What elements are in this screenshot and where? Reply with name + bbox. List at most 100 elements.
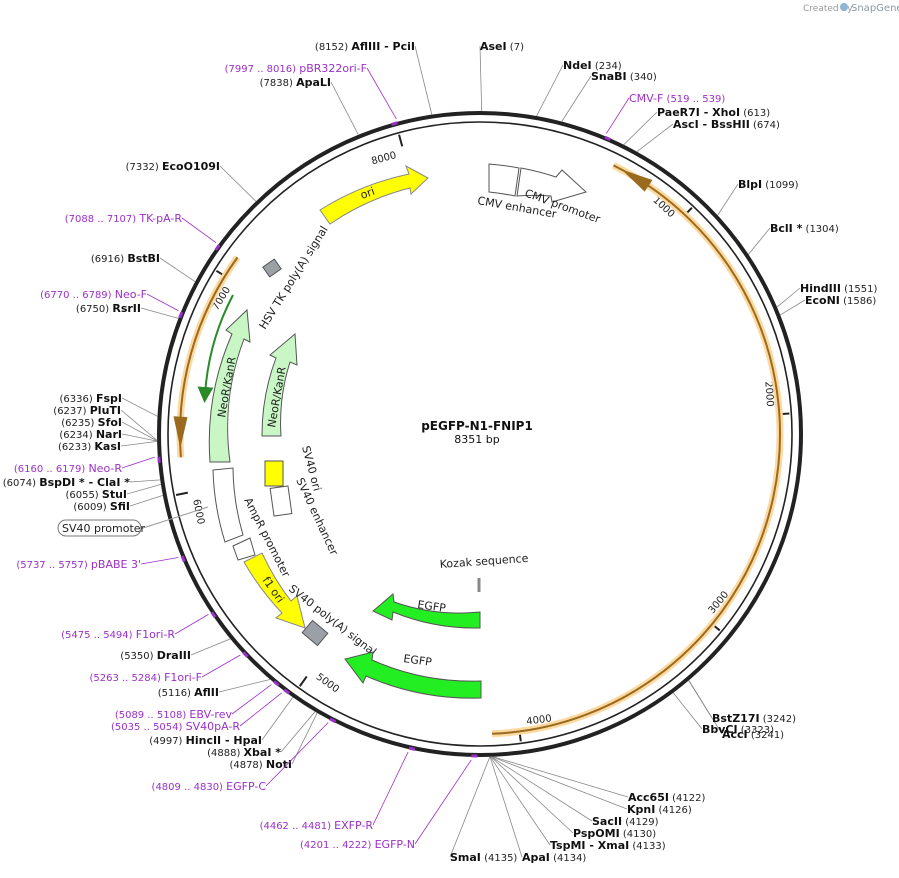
primer-label[interactable]: (5089 .. 5108) EBV-rev xyxy=(115,708,233,721)
tick-label: 8000 xyxy=(370,150,397,167)
primer-label[interactable]: (6160 .. 6179) Neo-R xyxy=(14,462,123,475)
primer-name: CMV-F xyxy=(629,92,663,105)
restriction-site-label[interactable]: TspMI - XmaI (4133) xyxy=(550,839,666,852)
primer-name: F1ori-F xyxy=(164,671,202,684)
restriction-site-label[interactable]: (5350) DraIII xyxy=(120,649,191,662)
restriction-site-label[interactable]: (8152) AflIII - PciI xyxy=(315,40,415,53)
restriction-site-label[interactable]: SacII (4129) xyxy=(592,815,659,828)
primer-label[interactable]: (4809 .. 4830) EGFP-C xyxy=(152,780,267,793)
site-name-2: HpaI xyxy=(233,734,262,747)
restriction-site-label[interactable]: (7838) ApaLI xyxy=(260,76,331,89)
ampr-promoter-arrowhead[interactable] xyxy=(232,537,256,561)
restriction-site-label[interactable]: (6055) StuI xyxy=(65,488,127,501)
restriction-site-label[interactable]: (5116) AflII xyxy=(158,686,219,699)
primer-label[interactable]: (5263 .. 5284) F1ori-F xyxy=(89,671,202,684)
restriction-site-label[interactable]: (6235) SfoI xyxy=(61,416,122,429)
restriction-site-label[interactable]: (6750) RsrII xyxy=(76,302,141,315)
site-leader xyxy=(780,299,806,316)
restriction-site-label[interactable]: (7332) EcoO109I xyxy=(126,160,220,173)
site-position: (3241) xyxy=(748,730,785,741)
egfp-arrow-inner[interactable] xyxy=(372,593,481,629)
site-leader xyxy=(190,638,231,656)
primer-label[interactable]: (5475 .. 5494) F1ori-R xyxy=(61,628,175,641)
site-position: (1304) xyxy=(802,224,839,235)
site-name: PluTI xyxy=(90,404,121,417)
site-name: AscI xyxy=(673,118,699,131)
restriction-site-label[interactable]: (4888) XbaI * xyxy=(207,746,281,759)
primer-name: Neo-R xyxy=(88,462,122,475)
restriction-site-label[interactable]: EcoNI (1586) xyxy=(805,294,876,307)
restriction-site-label[interactable]: (6009) SfiI xyxy=(73,500,130,513)
restriction-site-label[interactable]: (4878) NotI xyxy=(229,758,292,771)
neor-kanr-arrow-inner[interactable] xyxy=(261,332,298,437)
primer-name: pBR322ori-F xyxy=(299,62,367,75)
primer-label[interactable]: (5737 .. 5757) pBABE 3' xyxy=(16,558,141,571)
restriction-site-label[interactable]: AseI (7) xyxy=(480,40,524,53)
restriction-site-label[interactable]: SnaBI (340) xyxy=(591,70,657,83)
cmv-promoter-arrow[interactable] xyxy=(516,167,587,203)
tick-mark xyxy=(175,491,189,496)
site-leader xyxy=(159,257,196,283)
restriction-site-label[interactable]: (6074) BspDI * - ClaI * xyxy=(3,476,130,489)
ampr-promoter-arrow[interactable] xyxy=(212,467,244,543)
primer-leader xyxy=(366,67,397,120)
restriction-site-label[interactable]: BclI * (1304) xyxy=(770,222,839,235)
restriction-site-label[interactable]: (6336) FspI xyxy=(60,392,122,405)
restriction-site-label[interactable]: PaeR7I - XhoI (613) xyxy=(657,106,770,119)
restriction-site-label[interactable]: SmaI (4135) xyxy=(450,851,517,864)
ori-arrow[interactable] xyxy=(319,164,429,225)
restriction-site-label[interactable]: NdeI (234) xyxy=(563,59,622,72)
restriction-site-label[interactable]: (6237) PluTI xyxy=(53,404,121,417)
site-position: (6009) xyxy=(73,502,109,513)
primer-label[interactable]: (7088 .. 7107) TK-pA-R xyxy=(65,212,183,225)
f1-ori-arrow[interactable] xyxy=(243,552,306,629)
site-position: (7838) xyxy=(260,78,296,89)
cds-arc-arrowhead xyxy=(173,416,188,449)
primer-mark xyxy=(273,680,280,687)
primer-name: EGFP-N xyxy=(375,838,415,851)
primer-label[interactable]: (6770 .. 6789) Neo-F xyxy=(40,288,147,301)
site-leader xyxy=(636,123,674,152)
site-position: (6237) xyxy=(53,406,89,417)
sv40-enhancer-box[interactable] xyxy=(269,485,293,517)
restriction-site-label[interactable]: ApaI (4134) xyxy=(522,851,586,864)
egfp-arrow-outer[interactable] xyxy=(344,651,482,699)
restriction-site-label[interactable]: (6916) BstBI xyxy=(91,252,160,265)
primer-label[interactable]: CMV-F (519 .. 539) xyxy=(629,92,725,105)
sv40-polya-box[interactable] xyxy=(301,619,329,647)
restriction-site-label[interactable]: Acc65I (4122) xyxy=(628,791,705,804)
site-name: HindIII xyxy=(800,282,841,295)
restriction-site-label[interactable]: KpnI (4126) xyxy=(627,803,692,816)
restriction-site-label[interactable]: PspOMI (4130) xyxy=(573,827,656,840)
sv40-promoter-box[interactable] xyxy=(57,519,142,537)
feature-label-egfp-inner: EGFP xyxy=(417,598,447,615)
restriction-site-label[interactable]: AccI (3241) xyxy=(722,728,784,741)
hsv-tk-polya-box[interactable] xyxy=(262,258,282,278)
site-position: (4126) xyxy=(655,805,692,816)
primer-label[interactable]: (4462 .. 4481) EXFP-R xyxy=(260,819,374,832)
site-name-2: ClaI * xyxy=(97,476,130,489)
site-name: SnaBI xyxy=(591,70,627,83)
restriction-site-label[interactable]: BstZ17I (3242) xyxy=(712,712,796,725)
site-leader xyxy=(492,756,629,798)
restriction-site-label[interactable]: AscI - BssHII (674) xyxy=(673,118,780,131)
site-name: StuI xyxy=(102,488,127,501)
sv40-ori-box[interactable] xyxy=(264,460,284,487)
cmv-enhancer-arrow[interactable] xyxy=(488,163,520,197)
site-leader xyxy=(121,433,158,442)
site-name: KasI xyxy=(94,440,121,453)
neor-kanr-arrow-outer[interactable] xyxy=(208,308,251,463)
restriction-site-label[interactable]: (4997) HincII - HpaI xyxy=(149,734,262,747)
restriction-site-label[interactable]: BbvCI (3323) xyxy=(702,723,774,736)
site-leader xyxy=(672,692,703,730)
primer-mark xyxy=(283,688,290,695)
restriction-site-label[interactable]: HindIII (1551) xyxy=(800,282,877,295)
restriction-site-label[interactable]: (6233) KasI xyxy=(58,440,121,453)
primer-label[interactable]: (7997 .. 8016) pBR322ori-F xyxy=(225,62,367,75)
primer-range: (4462 .. 4481) xyxy=(260,821,335,832)
cds-arc[interactable] xyxy=(492,164,781,735)
primer-label[interactable]: (4201 .. 4222) EGFP-N xyxy=(300,838,415,851)
primer-label[interactable]: (5035 .. 5054) SV40pA-R xyxy=(111,720,240,733)
restriction-site-label[interactable]: BlpI (1099) xyxy=(738,178,799,191)
restriction-site-label[interactable]: (6234) NarI xyxy=(59,428,122,441)
